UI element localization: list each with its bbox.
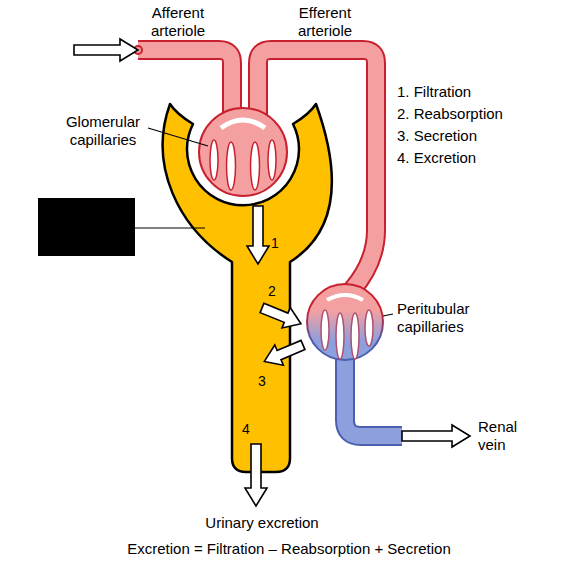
part-label: Peritubular capillaries xyxy=(397,300,497,336)
process-list-item: 3. Secretion xyxy=(397,127,477,145)
bowman-capsule-tubule xyxy=(163,104,332,472)
leader-line xyxy=(135,227,205,228)
vessel-label: Afferent arteriole xyxy=(138,4,218,40)
peritubular-network xyxy=(307,284,383,360)
redacted-label xyxy=(38,198,135,256)
output-label: Urinary excretion xyxy=(205,514,318,532)
leader-line xyxy=(383,314,393,316)
callout-number: 1 xyxy=(271,234,279,252)
vessel-label: Renal vein xyxy=(478,418,530,454)
callout-number: 3 xyxy=(258,372,266,390)
vein-tube xyxy=(345,350,402,436)
equation-caption: Excretion = Filtration – Reabsorption + … xyxy=(127,540,451,558)
callout-number: 4 xyxy=(242,420,250,438)
part-label: Glomerular capillaries xyxy=(48,113,158,149)
callout-number: 2 xyxy=(268,282,276,300)
process-list-item: 1. Filtration xyxy=(397,83,471,101)
vessel-label: Efferent arteriole xyxy=(285,4,365,40)
leader-line xyxy=(148,128,208,146)
process-list-item: 4. Excretion xyxy=(397,149,476,167)
process-list-item: 2. Reabsorption xyxy=(397,105,503,123)
glomerulus xyxy=(199,108,287,196)
